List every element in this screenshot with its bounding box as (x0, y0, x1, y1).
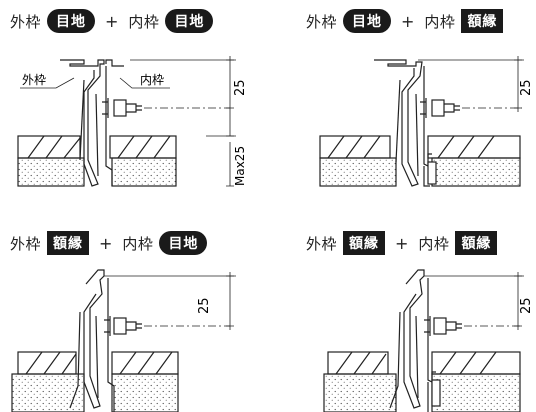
inner-type-badge: 額縁 (455, 231, 498, 255)
inner-frame-label: 内枠 (122, 234, 154, 253)
panel-4-header: 外枠 額縁 + 内枠 額縁 (306, 230, 498, 256)
inner-type-badge: 目地 (159, 231, 208, 255)
outer-frame-label: 外枠 (10, 12, 42, 31)
dimension-upper: 25 (519, 297, 534, 314)
inner-frame-label: 内枠 (424, 12, 456, 31)
plus-sign: + (395, 233, 409, 253)
dimension-upper: 25 (519, 79, 534, 96)
inner-type-badge: 額縁 (461, 9, 504, 33)
section-drawing: 25 (323, 269, 534, 412)
outer-frame-label: 外枠 (10, 234, 42, 253)
outer-type-badge: 額縁 (343, 231, 386, 255)
plus-sign: + (105, 11, 119, 31)
section-drawing: 25 (319, 56, 534, 187)
panel-3-header: 外枠 額縁 + 内枠 目地 (10, 230, 208, 256)
inner-frame-label: 内枠 (418, 234, 450, 253)
outer-type-badge: 目地 (47, 9, 96, 33)
outer-frame-label: 外枠 (306, 12, 338, 31)
plus-sign: + (401, 11, 415, 31)
outer-type-badge: 額縁 (47, 231, 90, 255)
outer-type-badge: 目地 (343, 9, 392, 33)
section-drawing: 外枠 内枠 25 Max25 (17, 56, 248, 187)
inner-frame-label: 内枠 (128, 12, 160, 31)
panel-2-header: 外枠 目地 + 内枠 額縁 (306, 8, 504, 34)
callout-inner-frame: 内枠 (140, 73, 164, 87)
panel-1-header: 外枠 目地 + 内枠 目地 (10, 8, 214, 34)
panel-4: 外枠 額縁 + 内枠 額縁 25 (268, 206, 536, 412)
dimension-upper: 25 (233, 79, 248, 96)
panel-3: 外枠 額縁 + 内枠 目地 25 (0, 206, 268, 412)
inner-type-badge: 目地 (165, 9, 214, 33)
dimension-lower: Max25 (233, 146, 247, 186)
dimension-upper: 25 (197, 297, 212, 314)
section-drawing: 25 (11, 269, 236, 412)
plus-sign: + (99, 233, 113, 253)
panel-2: 外枠 目地 + 内枠 額縁 25 (268, 0, 536, 206)
outer-frame-label: 外枠 (306, 234, 338, 253)
callout-outer-frame: 外枠 (22, 73, 46, 87)
panel-1: 外枠 目地 + 内枠 目地 (0, 0, 268, 206)
